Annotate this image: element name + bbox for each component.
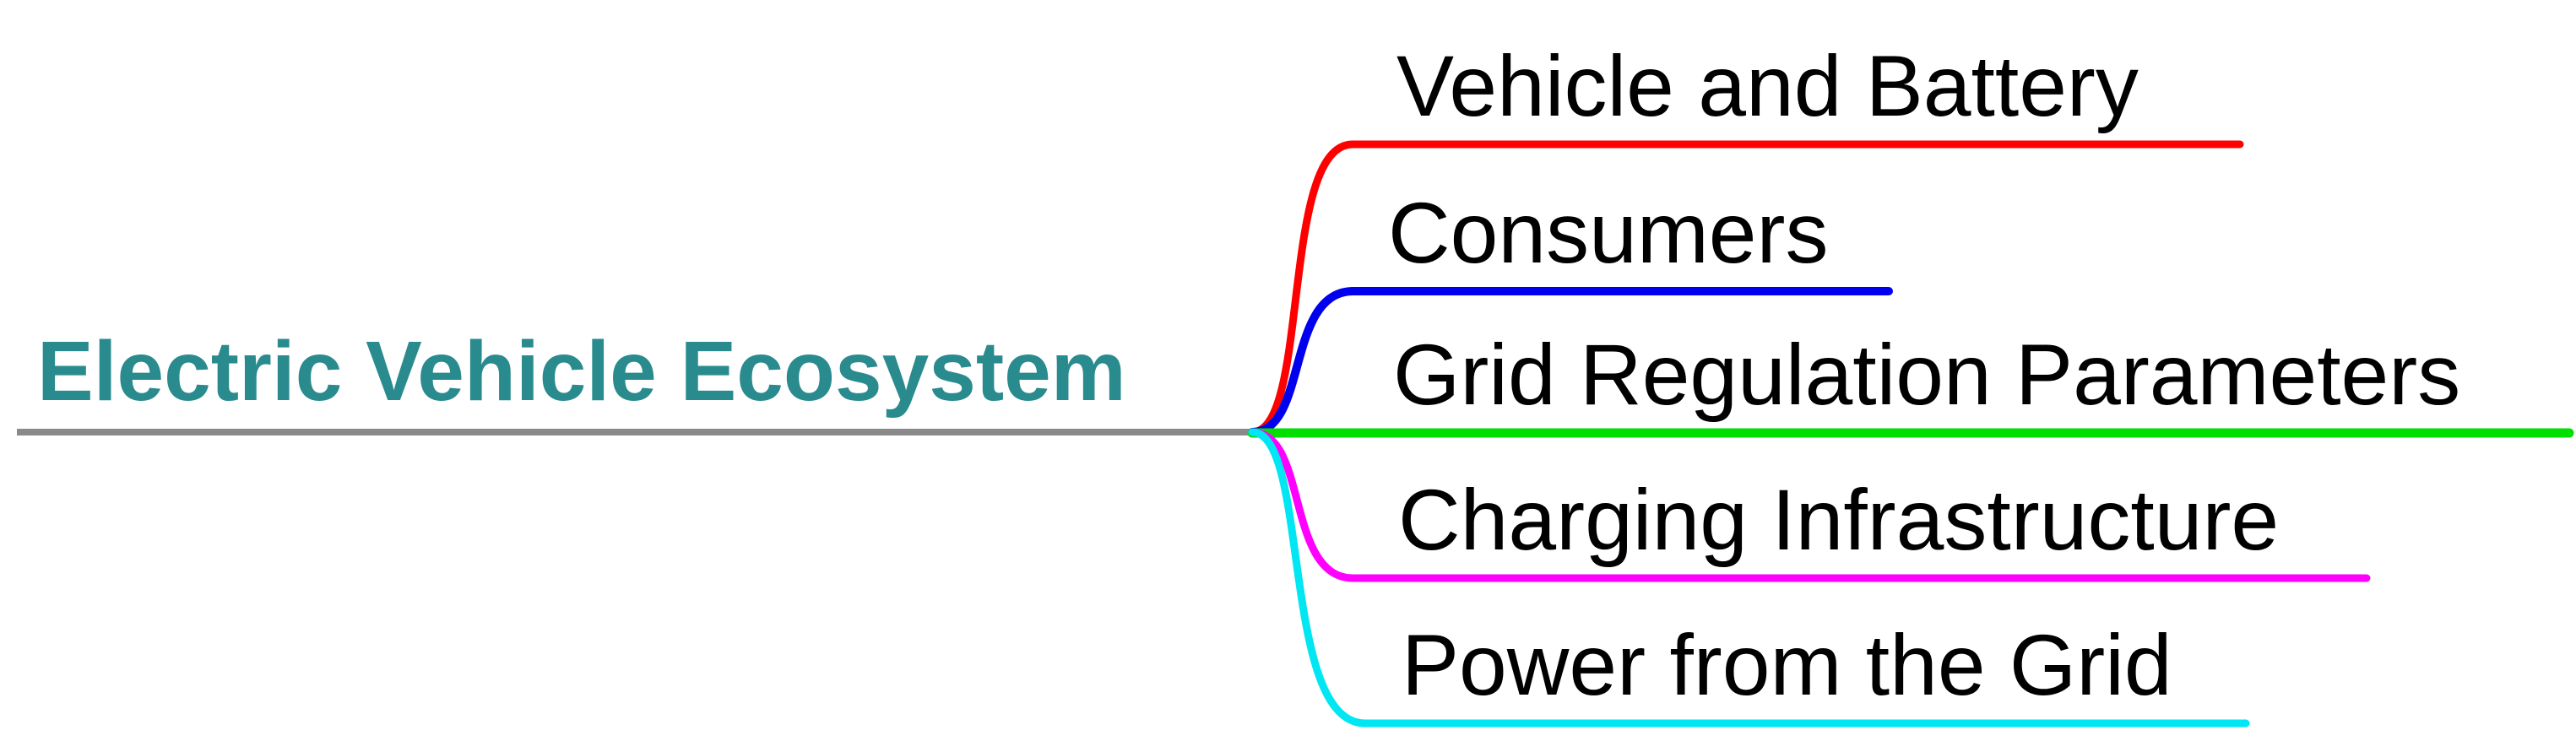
branch-node-vehicle-and-battery[interactable]: Vehicle and Battery [1396, 38, 2139, 134]
branch-node-consumers[interactable]: Consumers [1388, 185, 1829, 281]
branch-node-grid-regulation-parameters[interactable]: Grid Regulation Parameters [1393, 327, 2461, 423]
branch-node-charging-infrastructure[interactable]: Charging Infrastructure [1398, 472, 2280, 568]
root-node-label[interactable]: Electric Vehicle Ecosystem [37, 324, 1126, 419]
branch-node-power-from-the-grid[interactable]: Power from the Grid [1402, 617, 2172, 713]
branch-edge-power-from-the-grid [1248, 428, 2250, 728]
branch-edge-consumers [1248, 287, 1893, 436]
branch-edge-vehicle-and-battery [1248, 140, 2244, 436]
